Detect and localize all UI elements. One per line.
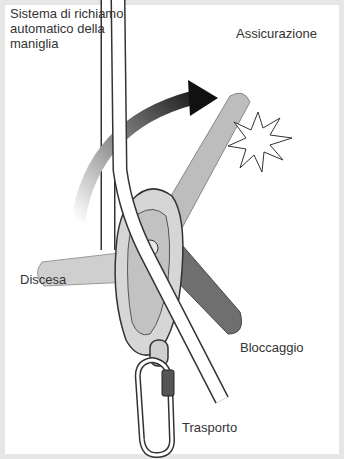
descent-label: Discesa (20, 272, 66, 287)
locking-label: Bloccaggio (240, 340, 304, 355)
transport-label: Trasporto (182, 420, 237, 435)
belay-label: Assicurazione (236, 26, 317, 41)
handle-return-label: Sistema di richiamo automatico della man… (10, 6, 138, 51)
